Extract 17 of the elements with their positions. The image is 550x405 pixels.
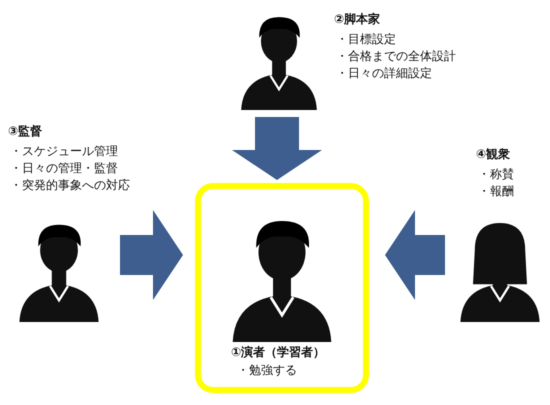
role-heading: ①演者（学習者） xyxy=(231,344,326,361)
bullet-item: ・合格までの全体設計 xyxy=(336,48,456,65)
bullet-item: ・称賛 xyxy=(478,166,514,183)
role-heading: ②脚本家 xyxy=(334,11,380,28)
role-heading: ④観衆 xyxy=(476,146,510,163)
bullet-item: ・勉強する xyxy=(237,362,297,379)
block-arrow xyxy=(120,210,183,300)
bullet-item: ・日々の詳細設定 xyxy=(336,65,432,82)
role-heading: ③監督 xyxy=(8,123,42,140)
bullet-item: ・報酬 xyxy=(478,183,514,200)
block-arrow xyxy=(232,117,322,180)
bullet-item: ・目標設定 xyxy=(336,31,396,48)
block-arrow xyxy=(385,210,445,300)
bullet-item: ・日々の管理・監督 xyxy=(10,160,118,177)
bullet-item: ・突発的事象への対応 xyxy=(10,177,130,194)
bullet-item: ・スケジュール管理 xyxy=(10,143,118,160)
highlight-box xyxy=(195,183,369,393)
